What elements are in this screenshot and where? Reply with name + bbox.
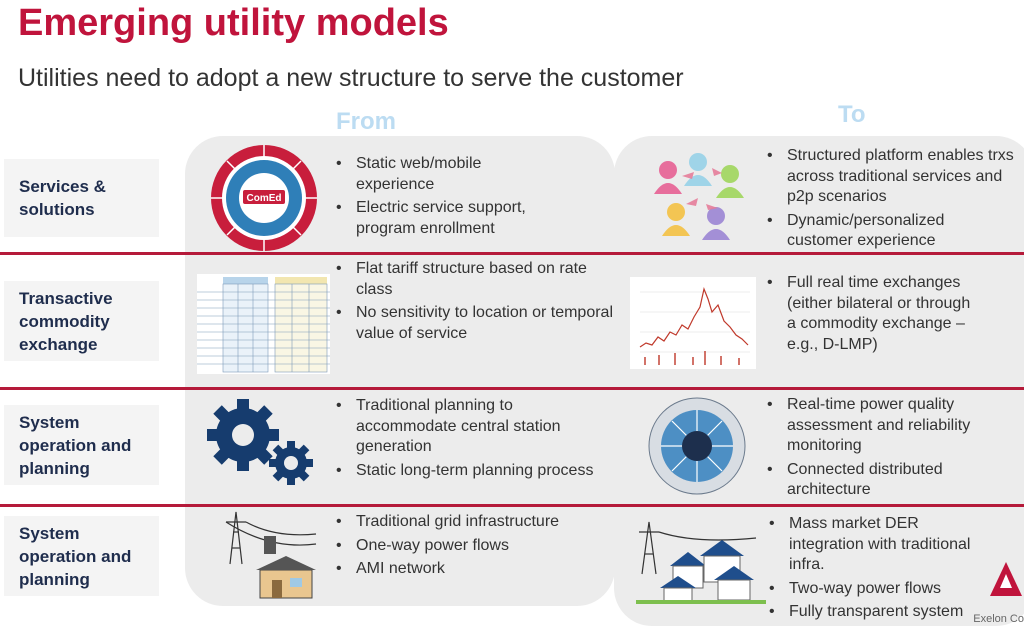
bullet-item: Traditional grid infrastructure: [333, 512, 573, 533]
bullet-item: Flat tariff structure based on rate clas…: [333, 259, 618, 300]
row2-to-bullets: Full real time exchanges (either bilater…: [764, 273, 979, 358]
bullet-item: Mass market DER integration with traditi…: [766, 514, 991, 576]
page-subtitle: Utilities need to adopt a new structure …: [18, 64, 684, 92]
bullet-item: Fully transparent system: [766, 602, 991, 623]
bullet-item: Real-time power quality assessment and r…: [764, 395, 989, 457]
row1-from-bullets: Static web/mobile experience Electric se…: [333, 154, 563, 242]
row-label-text: System operation and planning: [19, 412, 132, 478]
to-column-heading: To: [838, 101, 866, 128]
footer-company-fragment: Exelon Co: [973, 613, 1024, 625]
company-logo-icon: [990, 562, 1022, 596]
row4-to-bullets: Mass market DER integration with traditi…: [766, 514, 991, 626]
bullet-item: One-way power flows: [333, 536, 573, 557]
row4-from-bullets: Traditional grid infrastructure One-way …: [333, 512, 573, 583]
bullet-item: Static long-term planning process: [333, 461, 598, 482]
p2p-people-icon: [654, 153, 744, 240]
row-label-operation: System operation and planning: [4, 405, 159, 485]
price-chart-icon: [630, 277, 756, 369]
row-label-operation-grid: System operation and planning: [4, 516, 159, 596]
grid-tower-icon: [225, 511, 317, 599]
row-label-transactive: Transactive commodity exchange: [4, 281, 159, 361]
bullet-item: Electric service support, program enroll…: [333, 198, 563, 239]
row-label-text: Services & solutions: [19, 177, 106, 219]
bullet-item: Traditional planning to accommodate cent…: [333, 396, 598, 458]
tariff-table-icon: [197, 274, 330, 374]
row-label-text: System operation and planning: [19, 523, 132, 589]
bullet-item: Static web/mobile experience: [333, 154, 563, 195]
row-divider-3: [0, 504, 1024, 507]
bullet-item: Two-way power flows: [766, 579, 991, 600]
page-title: Emerging utility models: [18, 2, 449, 44]
bullet-item: Dynamic/personalized customer experience: [764, 211, 1014, 252]
bullet-item: Full real time exchanges (either bilater…: [764, 273, 979, 355]
from-column-heading: From: [336, 108, 396, 135]
row-divider-2: [0, 387, 1024, 390]
row-label-text: Transactive commodity exchange: [19, 288, 113, 354]
row-divider-1: [0, 252, 1024, 255]
gears-icon: [207, 399, 313, 485]
solar-houses-icon: [636, 521, 766, 604]
row2-from-bullets: Flat tariff structure based on rate clas…: [333, 259, 618, 347]
row3-from-bullets: Traditional planning to accommodate cent…: [333, 396, 598, 484]
row-label-services: Services & solutions: [4, 159, 159, 237]
row3-to-bullets: Real-time power quality assessment and r…: [764, 395, 989, 504]
wheel-center-label: ComEd: [247, 193, 282, 204]
operations-wheel-icon: [648, 397, 746, 495]
bullet-item: Structured platform enables trxs across …: [764, 146, 1014, 208]
bullet-item: Connected distributed architecture: [764, 460, 989, 501]
service-wheel-icon: ComEd: [211, 145, 317, 251]
bullet-item: No sensitivity to location or temporal v…: [333, 303, 618, 344]
row1-to-bullets: Structured platform enables trxs across …: [764, 146, 1014, 255]
bullet-item: AMI network: [333, 559, 573, 580]
